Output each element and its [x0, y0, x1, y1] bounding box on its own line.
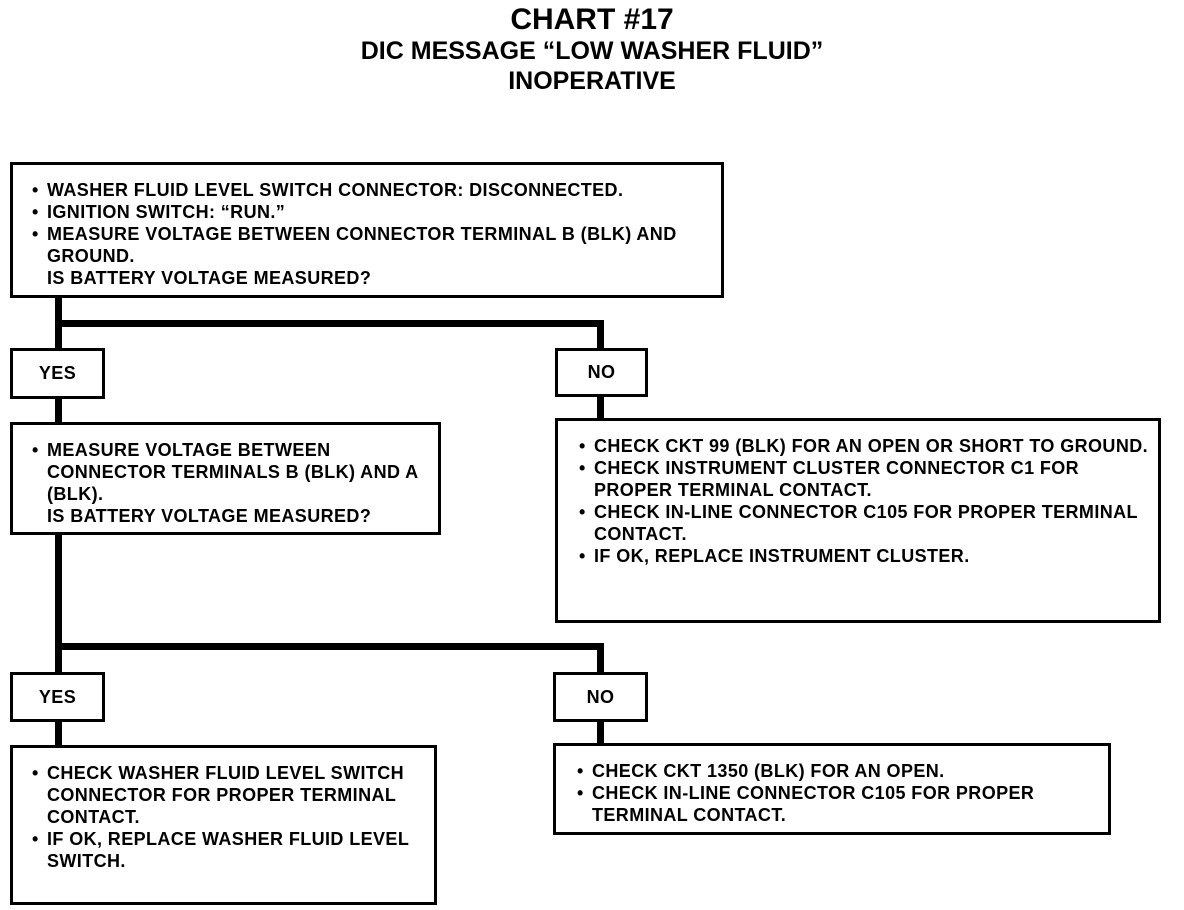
step-item: CHECK WASHER FLUID LEVEL SWITCH CONNECTO…	[29, 762, 424, 828]
step-no-check-box: CHECK CKT 99 (BLK) FOR AN OPEN OR SHORT …	[555, 418, 1161, 623]
step-yes-measure-box: MEASURE VOLTAGE BETWEEN CONNECTOR TERMIN…	[10, 422, 441, 535]
step-item: CHECK IN-LINE CONNECTOR C105 FOR PROPER …	[574, 782, 1098, 826]
connector-horizontal-2	[55, 643, 604, 650]
no-circuit-steps: CHECK CKT 1350 (BLK) FOR AN OPEN. CHECK …	[574, 760, 1098, 826]
connector-no-drop-2	[597, 643, 604, 674]
yes-label-1: YES	[10, 348, 105, 399]
step-item: IGNITION SWITCH: “RUN.”	[29, 201, 711, 223]
decision-question: IS BATTERY VOLTAGE MEASURED?	[47, 268, 372, 288]
step-item: IF OK, REPLACE WASHER FLUID LEVEL SWITCH…	[29, 828, 424, 872]
chart-title: CHART #17	[510, 3, 674, 36]
step-item: CHECK INSTRUMENT CLUSTER CONNECTOR C1 FO…	[576, 457, 1148, 501]
step-item: CHECK IN-LINE CONNECTOR C105 FOR PROPER …	[576, 501, 1148, 545]
step-item: IF OK, REPLACE INSTRUMENT CLUSTER.	[576, 545, 1148, 567]
step-item: CHECK CKT 1350 (BLK) FOR AN OPEN.	[574, 760, 1098, 782]
initial-test-steps: WASHER FLUID LEVEL SWITCH CONNECTOR: DIS…	[29, 179, 711, 267]
connector-no-drop-1	[597, 320, 604, 350]
decision-question: IS BATTERY VOLTAGE MEASURED?	[47, 506, 372, 526]
yes-replace-steps: CHECK WASHER FLUID LEVEL SWITCH CONNECTO…	[29, 762, 424, 872]
connector-trunk-2	[55, 533, 62, 674]
no-label-2: NO	[553, 672, 648, 722]
step-item: WASHER FLUID LEVEL SWITCH CONNECTOR: DIS…	[29, 179, 711, 201]
chart-subtitle: DIC MESSAGE “LOW WASHER FLUID”	[360, 37, 824, 65]
connector-no-to-box-1	[597, 395, 604, 420]
no-check-steps: CHECK CKT 99 (BLK) FOR AN OPEN OR SHORT …	[576, 435, 1148, 567]
no-label-1: NO	[555, 348, 648, 397]
connector-no-to-box-2	[597, 720, 604, 745]
step-initial-test-box: WASHER FLUID LEVEL SWITCH CONNECTOR: DIS…	[10, 162, 724, 298]
step-no-check-circuit-box: CHECK CKT 1350 (BLK) FOR AN OPEN. CHECK …	[553, 743, 1111, 835]
connector-horizontal-1	[55, 320, 604, 327]
connector-yes-to-box-1	[55, 398, 62, 424]
step-yes-replace-switch-box: CHECK WASHER FLUID LEVEL SWITCH CONNECTO…	[10, 745, 437, 905]
chart-subtitle-status: INOPERATIVE	[508, 67, 676, 95]
step-item: MEASURE VOLTAGE BETWEEN CONNECTOR TERMIN…	[29, 439, 428, 505]
yes-measure-steps: MEASURE VOLTAGE BETWEEN CONNECTOR TERMIN…	[29, 439, 428, 505]
yes-label-2: YES	[10, 672, 105, 722]
connector-yes-to-box-2	[55, 720, 62, 747]
step-item: CHECK CKT 99 (BLK) FOR AN OPEN OR SHORT …	[576, 435, 1148, 457]
step-item: MEASURE VOLTAGE BETWEEN CONNECTOR TERMIN…	[29, 223, 711, 267]
